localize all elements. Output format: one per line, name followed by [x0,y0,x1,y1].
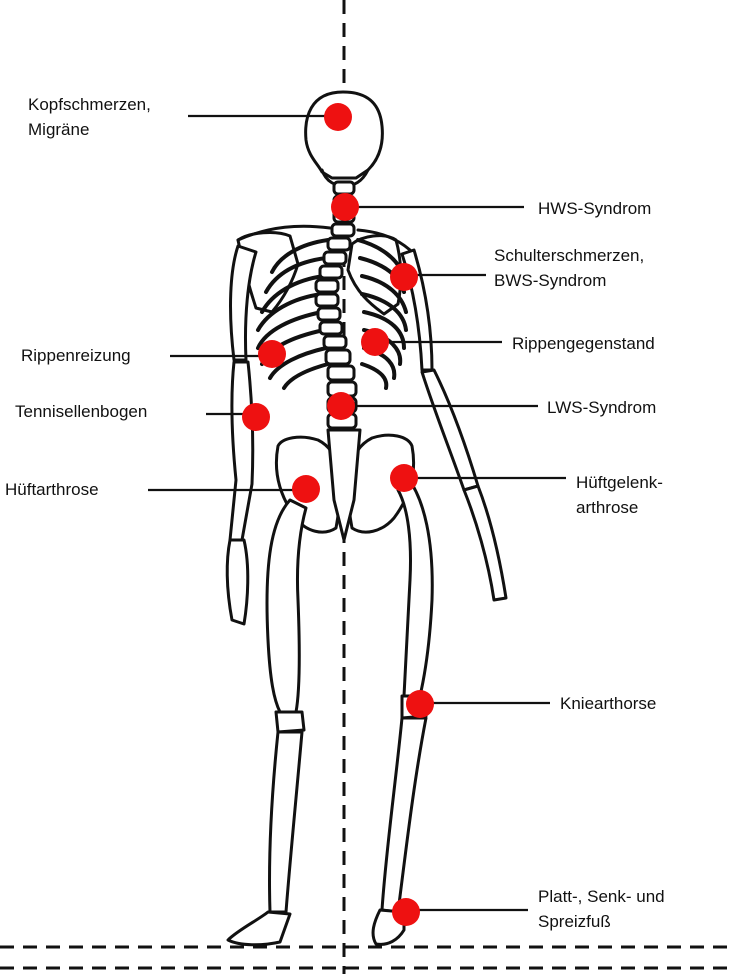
label-kniearthorse: Kniearthorse [560,694,657,713]
shoulder-girdle [236,224,412,252]
left-tibia [267,730,304,914]
left-humerus [229,244,258,362]
marker-hws [331,193,359,221]
sacrum [326,428,362,542]
label-hws-syndrom: HWS-Syndrom [538,199,652,218]
label-kopfschmerzen: Kopfschmerzen, Migräne [28,95,151,139]
label-tennisellenbogen: Tennisellenbogen [15,402,148,421]
label-hueftarthrose: Hüftarthrose [5,480,99,499]
marker-kopfschmerzen [324,103,352,131]
label-rippengegenstand: Rippengegenstand [512,334,655,353]
marker-schulter [390,263,418,291]
label-fuss: Platt-, Senk- und Spreizfuß [538,887,665,931]
marker-rippenreizung [258,340,286,368]
skeleton [225,90,508,947]
left-femur [265,498,308,714]
marker-rippengegenstand [361,328,389,356]
marker-knie [406,690,434,718]
label-hueftgelenkarthrose: Hüftgelenk- arthrose [576,473,663,517]
label-lws-syndrom: LWS-Syndrom [547,398,657,417]
marker-tennisellenbogen [242,403,270,431]
leader-lines [148,114,566,912]
marker-lws [327,392,355,420]
right-forearm [420,368,480,492]
right-tibia [380,716,428,914]
label-schulterschmerzen: Schulterschmerzen, BWS-Syndrom [494,246,645,290]
left-foot [226,910,292,947]
right-hand [462,484,508,602]
right-femur [396,476,434,698]
left-forearm [228,360,255,542]
marker-hueftgelenk [390,464,418,492]
left-knee [274,710,306,734]
label-rippenreizung: Rippenreizung [21,346,131,365]
marker-fuss [392,898,420,926]
left-hand [225,538,250,626]
marker-hueftarthrose [292,475,320,503]
markers [242,103,434,926]
